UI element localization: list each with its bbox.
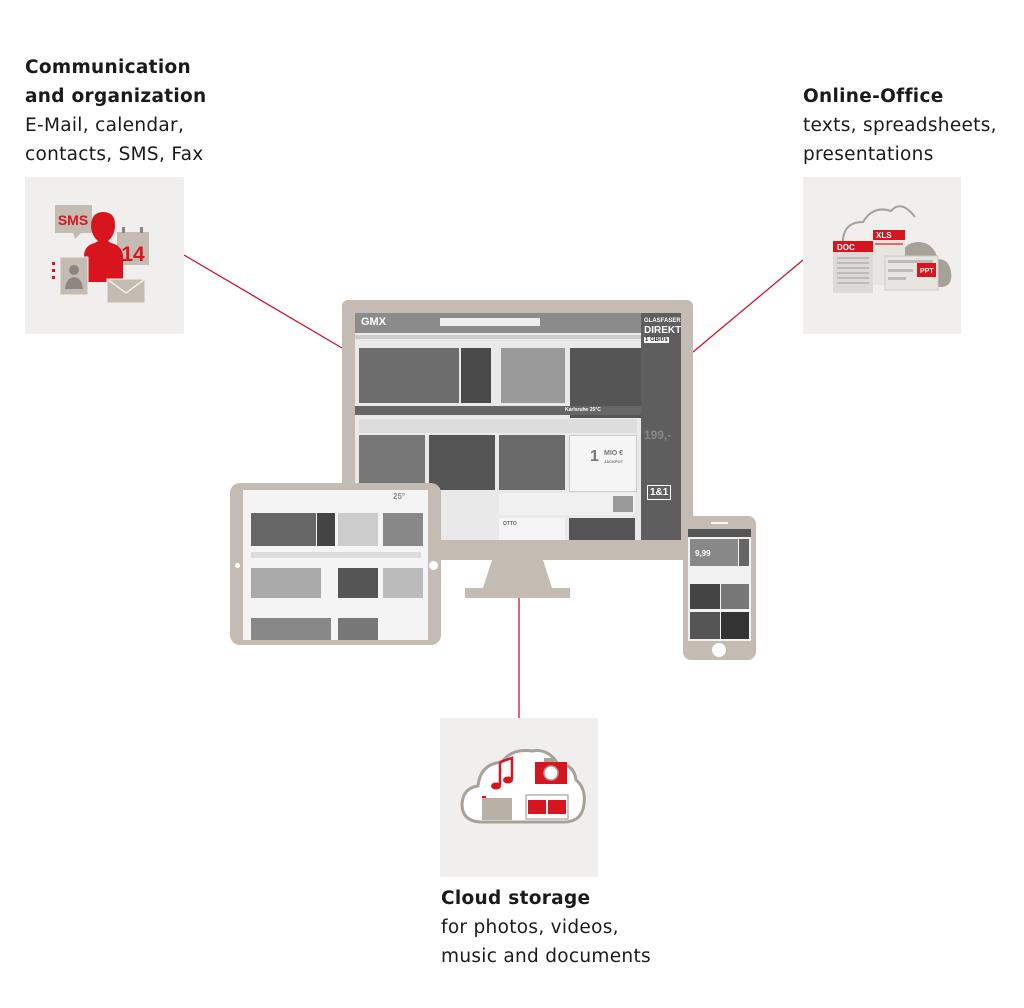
- monitor-stand: [465, 560, 570, 598]
- desktop-monitor: GMX Karlsruhe 25°C 1 MIO € JACKPOT OTTO …: [342, 300, 693, 600]
- cloud-tile: [440, 718, 598, 877]
- tablet-weather: 25°: [393, 492, 406, 501]
- sms-label: SMS: [58, 212, 88, 228]
- cloud-title: Cloud storage: [441, 888, 591, 909]
- monitor-screen: GMX Karlsruhe 25°C 1 MIO € JACKPOT OTTO: [355, 313, 641, 540]
- cloud-storage-icon: [460, 749, 586, 824]
- communication-tile: SMS 14: [25, 177, 184, 334]
- phone-screen: 9,99: [688, 529, 751, 641]
- tablet: 25°: [230, 483, 441, 645]
- office-label: Online-Office texts, spreadsheets, prese…: [803, 82, 997, 169]
- monitor-side-ad: GLASFASER DIREKT 1 GBit/s 199,- 1&1: [641, 313, 681, 540]
- communication-desc-2: contacts, SMS, Fax: [25, 144, 204, 165]
- ad-price: 199,-: [644, 428, 672, 442]
- otto-label: OTTO: [503, 521, 517, 527]
- communication-icon: SMS 14: [52, 205, 149, 304]
- calendar-day: 14: [121, 243, 145, 266]
- connector-office: [692, 259, 804, 353]
- communication-title-2: and organization: [25, 86, 207, 107]
- lotto-unit: MIO €: [604, 450, 624, 457]
- lotto-prize: 1: [590, 448, 599, 465]
- ad-line2: DIREKT: [644, 325, 682, 336]
- connector-communication: [183, 254, 343, 349]
- office-title: Online-Office: [803, 86, 944, 107]
- cloud-desc: for photos, videos,: [441, 917, 619, 938]
- office-icon: DOC XLS PPT: [833, 205, 952, 293]
- doc-label: DOC: [837, 243, 855, 252]
- phone-price: 9,99: [695, 549, 711, 558]
- smartphone: 9,99: [683, 516, 756, 660]
- office-tile: DOC XLS PPT: [803, 177, 961, 334]
- communication-title: Communication: [25, 57, 191, 78]
- cloud-label: Cloud storage for photos, videos, music …: [441, 884, 651, 971]
- ad-brand: 1&1: [647, 485, 672, 500]
- weather-readout: Karlsruhe 25°C: [565, 407, 601, 413]
- phone-home-button[interactable]: [712, 643, 726, 657]
- tablet-home-button[interactable]: [429, 561, 438, 570]
- phone-speaker: [711, 522, 728, 524]
- communication-desc: E-Mail, calendar,: [25, 115, 185, 136]
- ppt-label: PPT: [920, 268, 934, 275]
- gmx-logo: GMX: [361, 316, 387, 328]
- office-desc: texts, spreadsheets,: [803, 115, 997, 136]
- communication-label: Communication and organization E-Mail, c…: [25, 53, 207, 169]
- lotto-jackpot: JACKPOT: [604, 459, 624, 464]
- office-desc-2: presentations: [803, 144, 934, 165]
- ad-line1: GLASFASER: [644, 318, 681, 324]
- ad-speed: 1 GBit/s: [644, 337, 669, 343]
- cloud-desc-2: music and documents: [441, 946, 651, 967]
- tablet-camera: [235, 563, 240, 568]
- xls-label: XLS: [876, 231, 892, 240]
- tablet-screen: 25°: [243, 490, 428, 640]
